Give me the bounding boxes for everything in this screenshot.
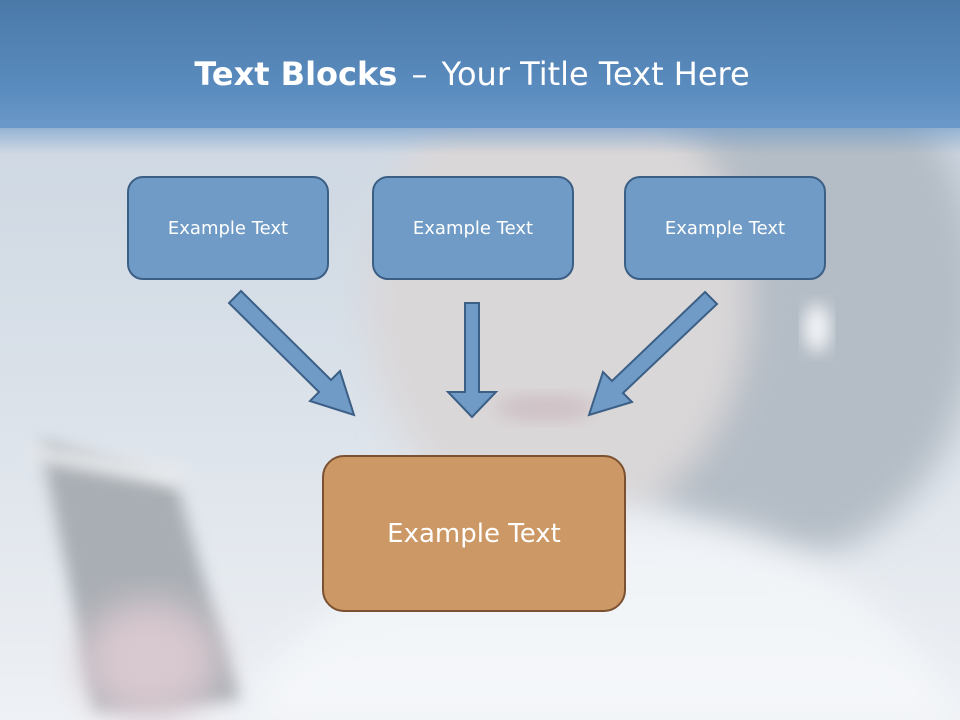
- arrow-center-down: [445, 302, 499, 419]
- header-fade: [0, 120, 960, 154]
- title-bold: Text Blocks: [194, 55, 398, 93]
- arrow-right-diagonal: [587, 290, 719, 417]
- result-block: Example Text: [322, 455, 626, 612]
- text-block-right: Example Text: [624, 176, 826, 280]
- arrow-left-diagonal: [227, 289, 356, 417]
- result-block-label: Example Text: [387, 518, 561, 549]
- header-band: [0, 0, 960, 128]
- text-block-left: Example Text: [127, 176, 329, 280]
- text-block-right-label: Example Text: [664, 217, 786, 239]
- title-separator: –: [411, 55, 428, 93]
- text-block-center: Example Text: [372, 176, 574, 280]
- text-block-center-label: Example Text: [412, 217, 534, 239]
- slide-title: Text Blocks – Your Title Text Here: [0, 52, 944, 96]
- title-regular: Your Title Text Here: [441, 55, 750, 93]
- text-block-left-label: Example Text: [167, 217, 289, 239]
